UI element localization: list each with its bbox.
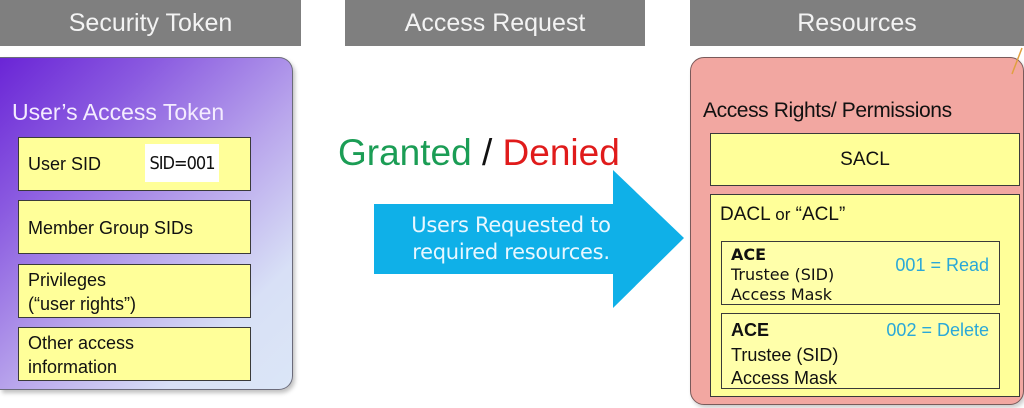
member-group-sids-box: Member Group SIDs bbox=[18, 200, 251, 254]
access-token-title: User’s Access Token bbox=[12, 99, 225, 125]
ace-access-mask: Access Mask bbox=[731, 285, 833, 304]
dacl-title: DACL or “ACL” bbox=[720, 204, 845, 226]
request-arrow-icon bbox=[374, 170, 684, 308]
header-access-request: Access Request bbox=[345, 0, 645, 46]
sacl-box: SACL bbox=[710, 133, 1020, 186]
edge-accent-line bbox=[1011, 47, 1023, 75]
sid-value-chip: SID=001 bbox=[145, 144, 219, 182]
header-resources: Resources bbox=[690, 0, 1024, 46]
other-access-info-box: Other access information bbox=[18, 327, 251, 381]
user-sid-box: User SID SID=001 bbox=[18, 137, 251, 191]
header-access-request-label: Access Request bbox=[404, 8, 586, 37]
header-security-token-label: Security Token bbox=[68, 8, 233, 37]
ace-title: ACE bbox=[731, 245, 767, 264]
granted-text: Granted bbox=[338, 132, 472, 173]
ace-trustee: Trustee (SID) bbox=[731, 265, 835, 284]
ace-title: ACE bbox=[731, 320, 770, 340]
header-security-token: Security Token bbox=[0, 0, 301, 46]
privileges-label: Privileges (“user rights”) bbox=[28, 270, 137, 314]
member-group-sids-label: Member Group SIDs bbox=[28, 218, 194, 238]
decision-label: Granted / Denied bbox=[338, 132, 620, 174]
request-arrow-shape bbox=[374, 170, 684, 308]
privileges-box: Privileges (“user rights”) bbox=[18, 264, 251, 318]
dacl-label: DACL bbox=[720, 204, 770, 225]
denied-text: Denied bbox=[502, 132, 620, 173]
ace-permission: 002 = Delete bbox=[886, 320, 989, 340]
header-resources-label: Resources bbox=[797, 8, 917, 37]
sacl-label: SACL bbox=[840, 148, 890, 170]
user-sid-label: User SID bbox=[28, 154, 102, 174]
separator-text: / bbox=[481, 132, 493, 173]
dacl-or: or bbox=[775, 205, 791, 224]
ace-access-mask: Access Mask bbox=[731, 368, 838, 388]
access-rights-title: Access Rights/ Permissions bbox=[703, 99, 952, 122]
other-access-info-label: Other access information bbox=[28, 333, 135, 377]
arrow-caption: Users Requested to required resources. bbox=[411, 213, 611, 264]
ace-entry-delete: ACE Trustee (SID) Access Mask 002 = Dele… bbox=[721, 313, 1000, 389]
dacl-alt-label: “ACL” bbox=[795, 204, 846, 225]
ace-permission: 001 = Read bbox=[895, 255, 989, 275]
dacl-box: DACL or “ACL” ACE Trustee (SID) Access M… bbox=[710, 194, 1020, 397]
ace-trustee: Trustee (SID) bbox=[731, 345, 839, 365]
ace-entry-read: ACE Trustee (SID) Access Mask 001 = Read bbox=[721, 241, 1000, 305]
